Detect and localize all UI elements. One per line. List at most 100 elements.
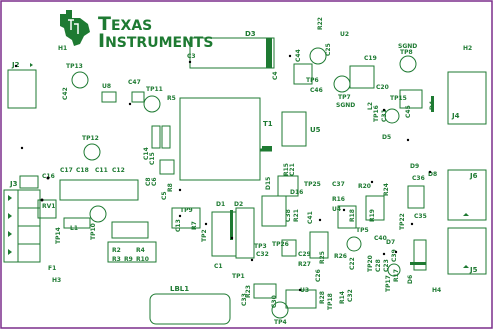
label-c20: C20 (376, 84, 389, 91)
label-c15: C15 (149, 152, 156, 165)
pin1-marker (30, 63, 33, 67)
label-c28: C28 (375, 259, 382, 272)
testpoint-tp5 (346, 236, 362, 252)
ti-logo: TEXAS INSTRUMENTS (60, 10, 213, 52)
pin-dots (14, 54, 432, 292)
label-tp16: TP16 (373, 105, 380, 122)
label-c37: C37 (332, 181, 345, 188)
label-f1: F1 (48, 265, 56, 272)
label-u4: U4 (332, 206, 341, 213)
label-c47: C47 (128, 79, 141, 86)
label-tp1: TP1 (232, 273, 245, 280)
diode-d3 (189, 37, 275, 69)
label-c18: C18 (76, 167, 89, 174)
label-r26: R26 (334, 253, 347, 260)
label-tp22: TP22 (399, 213, 406, 230)
label-c19: C19 (364, 55, 377, 62)
label-tp7: TP7 (338, 94, 351, 101)
testpoint-tp7 (333, 75, 351, 93)
label-c5: C5 (161, 191, 168, 200)
label-c35: C35 (414, 213, 427, 220)
label-r19: R19 (369, 209, 376, 222)
label-c29: C29 (298, 251, 311, 258)
label-c42: C42 (62, 87, 69, 100)
label-d7: D7 (386, 239, 395, 246)
connector-j6 (447, 169, 487, 221)
label-r7: R7 (191, 221, 198, 230)
testpoint-tp11 (143, 95, 161, 113)
label-tp15: TP15 (390, 95, 407, 102)
label-d2: D2 (234, 201, 243, 208)
label-h3: H3 (52, 277, 61, 284)
label-tp18: TP18 (327, 293, 334, 310)
label-tp8: TP8 (400, 49, 413, 56)
label-c4: C4 (272, 71, 279, 80)
label-tp11: TP11 (146, 86, 163, 93)
label-tp2: TP2 (201, 229, 208, 242)
transformer-t1 (179, 97, 261, 181)
connector-j3 (3, 189, 19, 263)
label-t1: T1 (263, 120, 273, 128)
label-tp10: TP10 (90, 223, 97, 240)
label-h2: H2 (463, 45, 472, 52)
label-c39: C39 (391, 249, 398, 262)
label-d5: D5 (382, 134, 391, 141)
label-c26: C26 (315, 269, 322, 282)
label-d1: D1 (216, 201, 225, 208)
label-area-lbl1 (149, 293, 231, 325)
label-d8: D8 (428, 171, 437, 178)
connector-j4 (447, 71, 487, 125)
label-tp5: TP5 (356, 227, 369, 234)
testpoint-tp13 (71, 71, 89, 89)
label-tp25: TP25 (304, 181, 321, 188)
label-c3: C3 (187, 53, 196, 60)
ic-u5 (281, 111, 307, 147)
label-r10: R10 (136, 256, 149, 263)
testpoint-tp4 (271, 301, 289, 319)
label-sgnd-2: SGND (398, 43, 417, 50)
label-tp4: TP4 (274, 319, 287, 326)
testpoint-tp15 (384, 108, 400, 124)
testpoint-tp8 (399, 55, 417, 73)
label-r22: R22 (317, 17, 324, 30)
label-c16: C16 (42, 173, 55, 180)
label-d15: D15 (265, 177, 272, 190)
connector-j5 (447, 227, 487, 275)
label-tp9: TP9 (180, 207, 193, 214)
label-r27: R27 (298, 261, 311, 268)
label-c32: C32 (256, 251, 269, 258)
label-rv1: RV1 (42, 203, 55, 210)
label-c23: C23 (383, 259, 390, 272)
label-j2: J2 (11, 61, 20, 69)
label-c22: C22 (349, 257, 356, 270)
label-c40: C40 (374, 235, 387, 242)
label-r21: R21 (293, 209, 300, 222)
label-r18: R18 (349, 209, 356, 222)
label-c6: C6 (151, 177, 158, 186)
label-c25: C25 (325, 43, 332, 56)
label-tp3: TP3 (254, 243, 267, 250)
label-r4: R4 (136, 247, 145, 254)
testpoint-tp17 (387, 263, 401, 277)
label-r8: R8 (167, 183, 174, 192)
label-c17: C17 (60, 167, 73, 174)
label-d9: D9 (410, 163, 419, 170)
label-tp12: TP12 (82, 135, 99, 142)
label-r23: R23 (245, 285, 252, 298)
label-tp26: TP26 (272, 241, 289, 248)
label-c46: C46 (310, 87, 323, 94)
label-c44: C44 (295, 49, 302, 62)
label-r28: R28 (319, 291, 326, 304)
label-c1: C1 (214, 263, 223, 270)
label-c32-b: C32 (347, 289, 354, 302)
label-c11: C11 (95, 167, 108, 174)
label-u5: U5 (310, 126, 321, 134)
label-r14: R14 (339, 291, 346, 304)
label-c33: C33 (241, 293, 248, 306)
label-u8: U8 (102, 83, 111, 90)
label-r15: R15 (283, 163, 290, 176)
label-h4: H4 (432, 287, 441, 294)
